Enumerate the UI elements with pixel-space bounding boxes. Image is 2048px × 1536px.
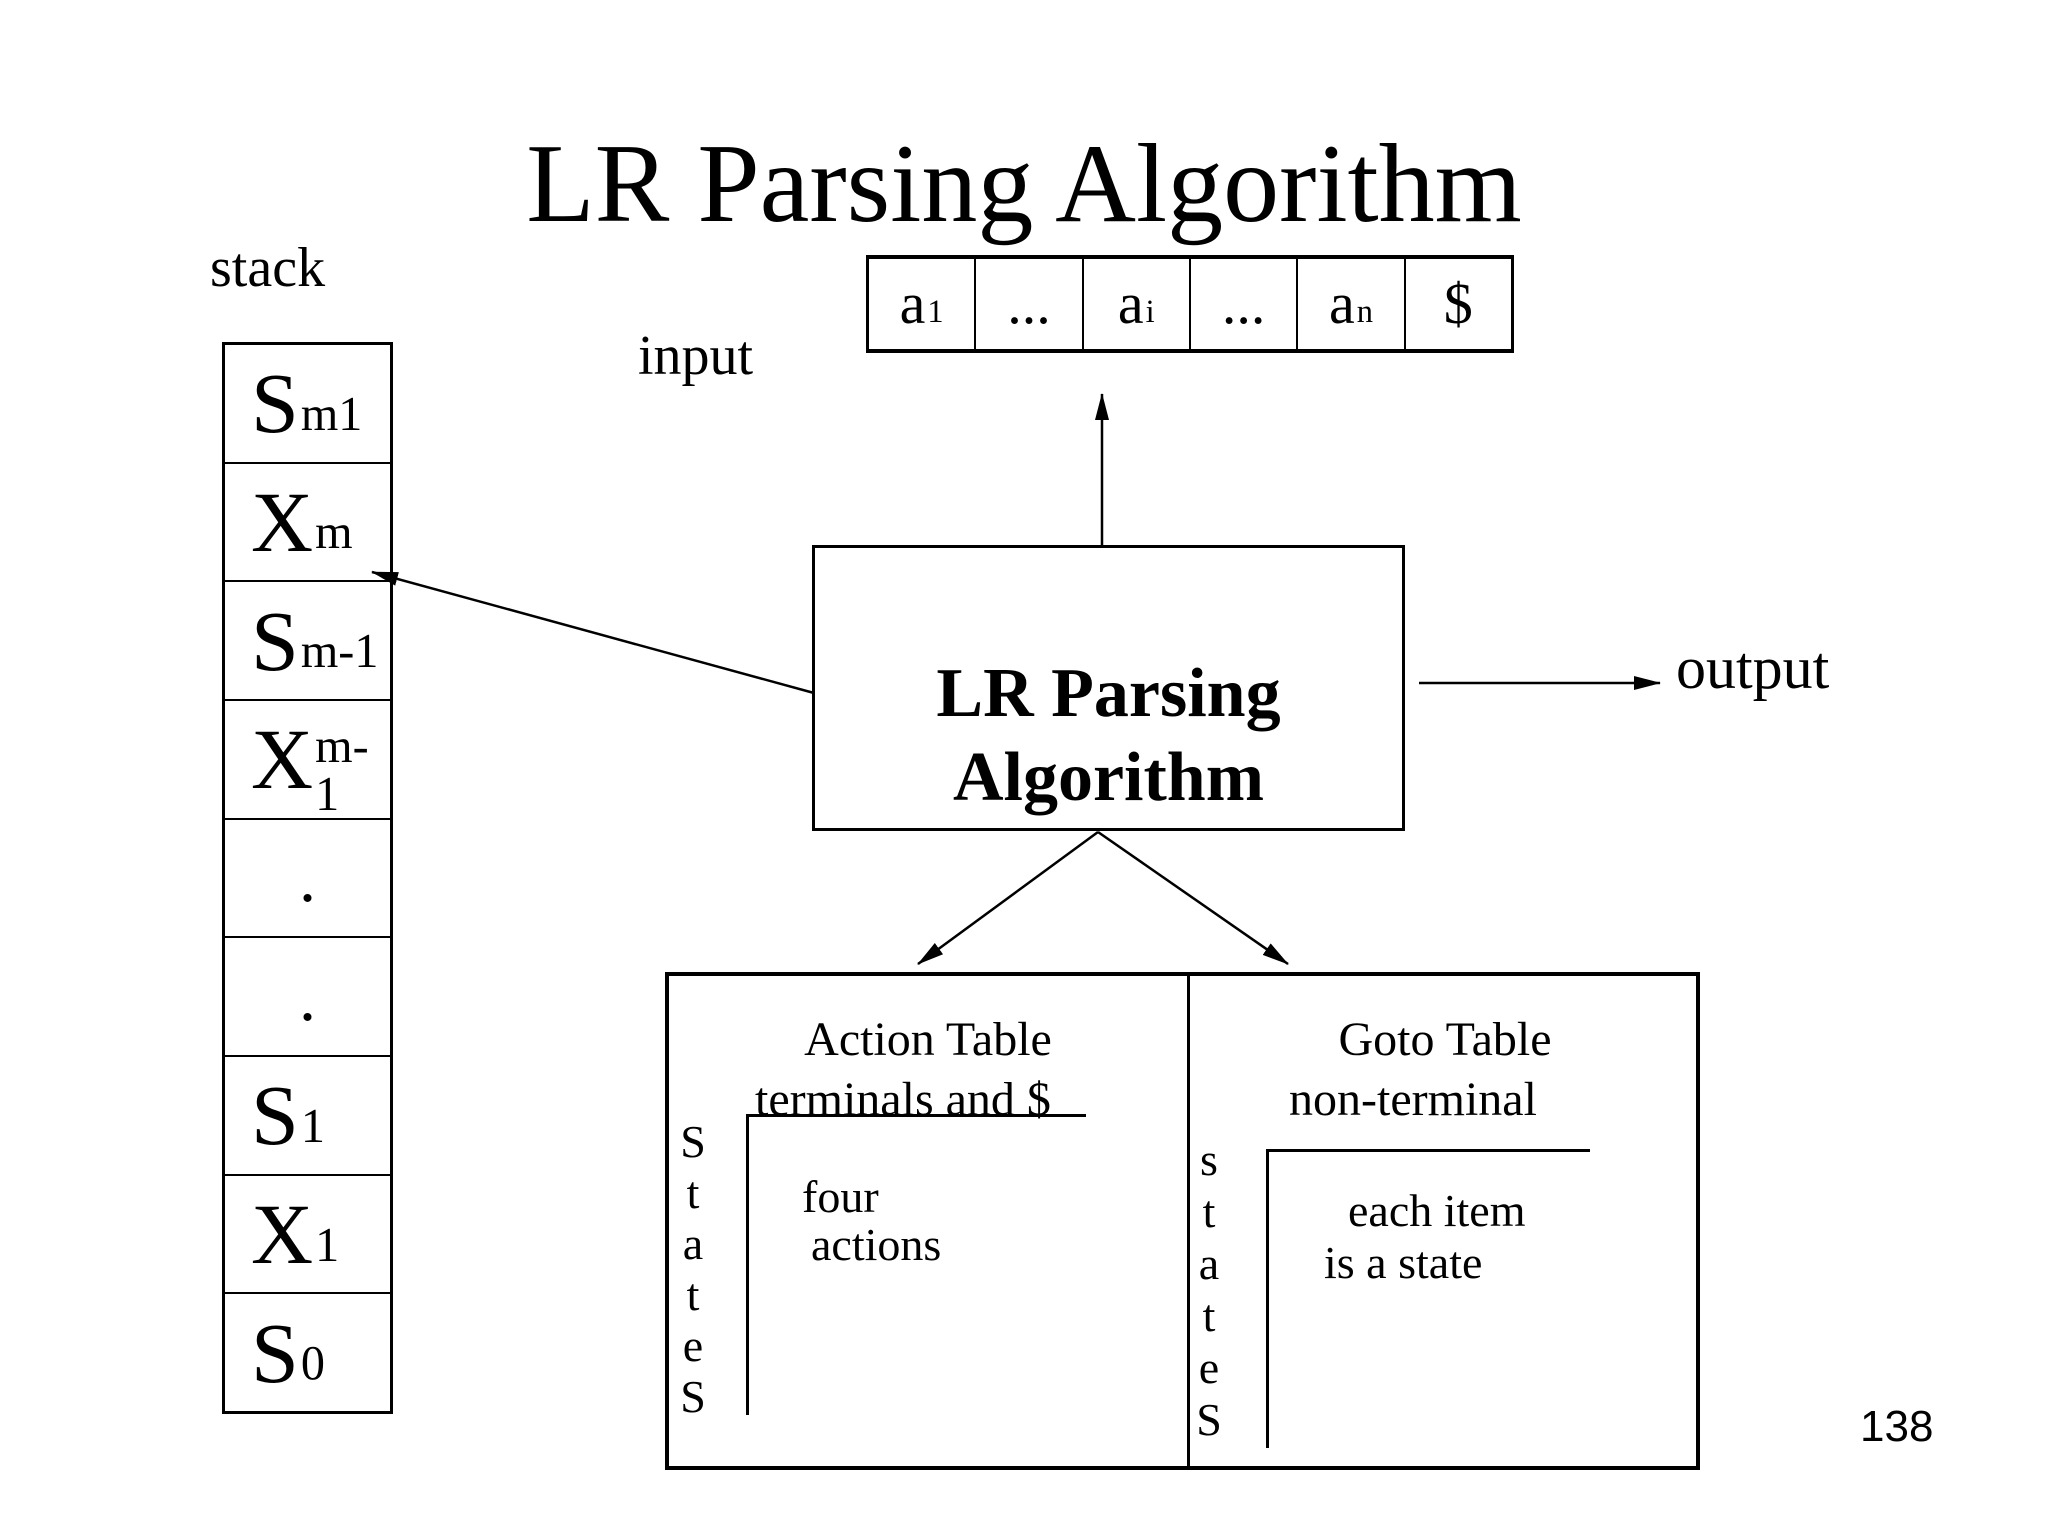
table-divider [1187, 976, 1190, 1466]
output-label: output [1676, 635, 1830, 701]
parse-tables-box: Action Table terminals and $ S t a t e S… [665, 972, 1700, 1470]
stack-label: stack [210, 237, 326, 299]
action-table-grid-corner [746, 1114, 1086, 1415]
slide-title: LR Parsing Algorithm [526, 122, 1522, 246]
action-table-note-line2: actions [811, 1219, 942, 1270]
goto-table-grid-corner [1266, 1149, 1590, 1448]
goto-table-row-header: s t a t e S [1196, 1134, 1222, 1445]
tape-cell-dollar: $ [1443, 271, 1473, 336]
lr-parser-box: LR Parsing Algorithm [812, 545, 1405, 831]
tape-cell-ellipsis-1: ... [976, 259, 1084, 349]
arrow-parser-to-action-table [917, 830, 1099, 966]
goto-table-title: Goto Table [1338, 1013, 1552, 1066]
action-table-note-line1: four [802, 1171, 879, 1222]
tape-cell-ellipsis-2: ... [1191, 259, 1299, 349]
lr-parser-box-line1: LR Parsing [936, 655, 1281, 732]
lr-parser-box-line2: Algorithm [952, 739, 1265, 816]
goto-table-column-header: non-terminal [1289, 1073, 1537, 1126]
goto-table-note-line2: is a state [1324, 1237, 1483, 1288]
action-table-title: Action Table [804, 1013, 1052, 1066]
action-table-row-header: S t a t e S [680, 1116, 706, 1422]
stack-cell-dot-2: . [225, 938, 390, 1058]
action-table-column-header: terminals and $ [755, 1073, 1051, 1126]
input-label: input [638, 325, 754, 387]
arrow-parser-to-stack [371, 570, 815, 695]
lr-parser-box-label: LR Parsing Algorithm [815, 652, 1402, 820]
arrow-parser-to-goto-table [1097, 830, 1289, 966]
page-number: 138 [1860, 1402, 1934, 1451]
stack-cell-dot-1: . [225, 820, 390, 939]
goto-table-note-line1: each item [1348, 1185, 1526, 1236]
